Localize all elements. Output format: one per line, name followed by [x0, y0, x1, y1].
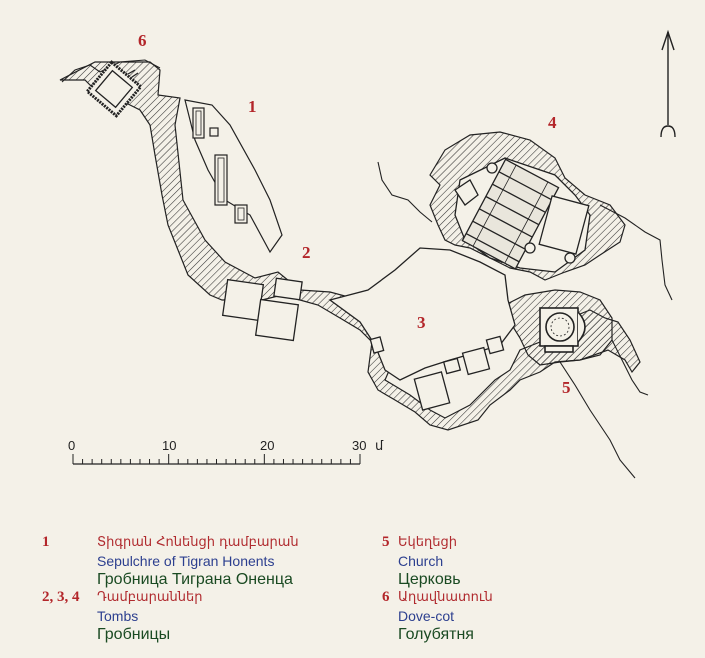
- plan-label-2: 2: [302, 243, 311, 262]
- legend-russian: Церковь: [398, 571, 461, 588]
- legend-number-1: 1: [42, 534, 50, 550]
- scale-tick-30: 30: [352, 438, 366, 453]
- plan-label-4: 4: [548, 113, 557, 132]
- plan-label-6: 6: [138, 31, 147, 50]
- legend-russian: Гробница Тиграна Оненца: [97, 571, 293, 588]
- legend-russian: Голубятня: [398, 626, 474, 643]
- legend-item-1: Տիգրան Հոնենցի դամբարան Sepulchre of Tig…: [97, 534, 299, 590]
- legend-armenian: Եկեղեցի: [398, 535, 457, 550]
- plan-labels: 6 1 2 3 4 5: [138, 31, 571, 397]
- north-arrow-icon: [660, 29, 676, 138]
- legend-item-5: Եկեղեցի Church Церковь: [398, 534, 461, 590]
- terrain-lines: [61, 59, 673, 479]
- legend-english: Dove-cot: [398, 608, 455, 624]
- legend-english: Tombs: [97, 608, 139, 624]
- plan-label-3: 3: [417, 313, 426, 332]
- tomb-1: [184, 99, 283, 254]
- scale-bar: 0 10 20 30 մ: [68, 438, 384, 465]
- site-plan: 6 1 2 3 4 5 0 10 20 30 մ: [59, 29, 676, 479]
- legend-number-2-3-4: 2, 3, 4: [42, 589, 80, 605]
- legend-armenian: Աղավնատուն: [398, 590, 493, 605]
- church: [539, 307, 586, 353]
- legend-item-2-3-4: Դամբարաններ Tombs Гробницы: [97, 589, 202, 645]
- legend-armenian: Դամբարաններ: [97, 590, 203, 605]
- scale-tick-20: 20: [260, 438, 274, 453]
- plan-label-1: 1: [248, 97, 257, 116]
- plan-label-5: 5: [562, 378, 571, 397]
- scale-tick-10: 10: [162, 438, 176, 453]
- legend-number-6: 6: [382, 589, 390, 605]
- legend-armenian: Տիգրան Հոնենցի դամբարան: [97, 535, 299, 550]
- legend-number-5: 5: [382, 534, 390, 550]
- legend-english: Sepulchre of Tigran Honents: [97, 553, 275, 569]
- scale-tick-0: 0: [68, 438, 75, 453]
- legend: 1 Տիգրան Հոնենցի դամբարան Sepulchre of T…: [0, 528, 705, 658]
- scale-unit: մ: [375, 439, 384, 454]
- dove-cot: [85, 60, 143, 118]
- tomb-4: [454, 157, 591, 273]
- legend-russian: Гробницы: [97, 626, 171, 643]
- legend-item-6: Աղավնատուն Dove-cot Голубятня: [398, 589, 493, 645]
- tomb-2: [221, 277, 303, 342]
- legend-english: Church: [398, 553, 444, 569]
- tomb-3: [328, 247, 516, 411]
